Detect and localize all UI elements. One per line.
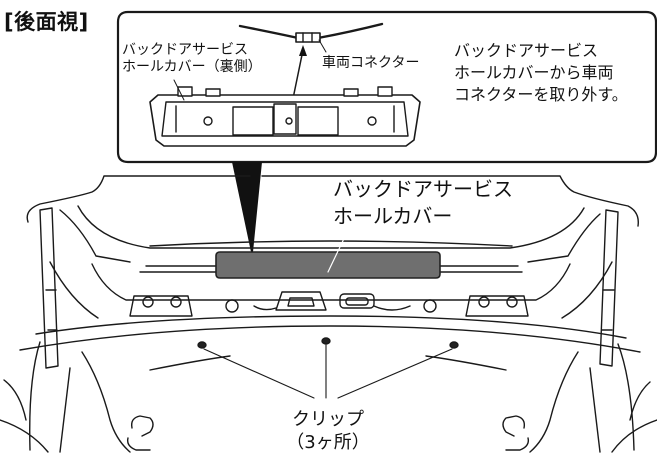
service-hole-cover-label-line2: ホールカバー — [333, 204, 453, 228]
inset-cover-back-label-line2: ホールカバー（裏側） — [122, 59, 262, 75]
removal-instruction: バックドアサービス ホールカバーから車両 コネクターを取り外す。 — [454, 40, 628, 106]
removal-instruction-line3: コネクターを取り外す。 — [454, 85, 628, 104]
service-hole-cover-label: バックドアサービス ホールカバー — [333, 176, 513, 230]
view-label: [後面視] — [4, 10, 89, 34]
service-hole-cover-label-line1: バックドアサービス — [333, 177, 513, 201]
service-hole-cover — [215, 225, 441, 279]
trunk-body — [0, 175, 657, 453]
cover-leader-line — [327, 225, 351, 273]
inset-cover-back-label-line1: バックドアサービス — [122, 42, 248, 58]
inset-cover-back-label: バックドアサービス ホールカバー（裏側） — [122, 42, 262, 76]
removal-instruction-line1: バックドアサービス — [454, 41, 599, 60]
clips — [197, 337, 459, 399]
cover-back-drawing — [149, 79, 421, 147]
removal-instruction-line2: ホールカバーから車両 — [454, 63, 614, 82]
connector-harness — [238, 22, 384, 119]
inset-pointer — [232, 162, 262, 252]
clip-label-line2: （3ヶ所） — [286, 432, 370, 453]
clip-center — [321, 337, 331, 345]
clip-label: クリップ （3ヶ所） — [265, 408, 391, 454]
clip-label-line1: クリップ — [292, 409, 364, 430]
clip-leader-right — [337, 348, 453, 399]
clip-left — [197, 341, 207, 349]
clip-right — [449, 341, 459, 349]
clip-leader-left — [203, 348, 315, 399]
vehicle-connector — [295, 32, 321, 43]
inset-connector-label: 車両コネクター — [322, 55, 420, 71]
